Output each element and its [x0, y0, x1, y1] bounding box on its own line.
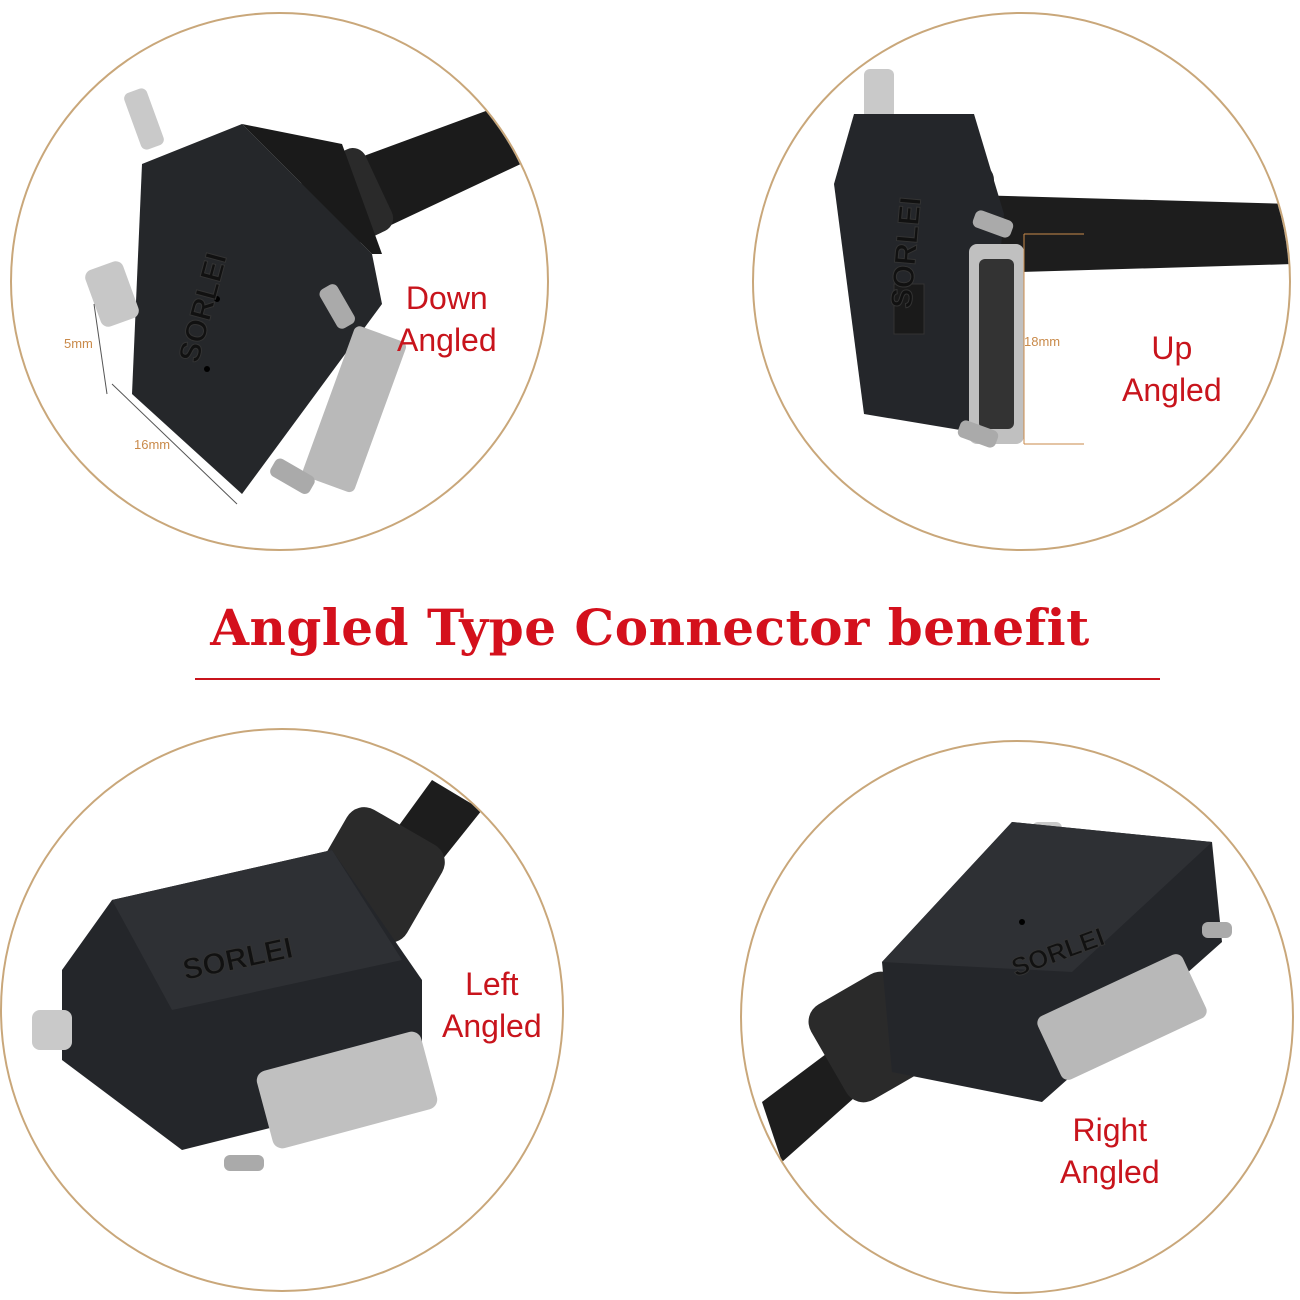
- panel-up-angled: SORLEI 18mm Up Angled: [752, 12, 1291, 551]
- label-right-angled: Right Angled: [1060, 1109, 1160, 1193]
- label-line1: Down: [405, 280, 488, 316]
- dimension-16mm: 16mm: [134, 437, 171, 452]
- left-angled-connector-image: SORLEI: [32, 780, 482, 1171]
- label-line2: Angled: [1122, 372, 1222, 408]
- label-line2: Angled: [397, 322, 497, 358]
- up-angled-connector-image: SORLEI: [834, 69, 1289, 448]
- panel-right-angled: SORLEI Right Angled: [740, 740, 1294, 1294]
- right-angled-connector-image: SORLEI: [762, 822, 1232, 1162]
- label-line2: Angled: [442, 1008, 542, 1044]
- label-down-angled: Down Angled: [397, 277, 497, 361]
- label-left-angled: Left Angled: [442, 963, 542, 1047]
- panel-left-angled: SORLEI Left Angled: [0, 728, 564, 1292]
- dimension-18mm: 18mm: [1024, 334, 1061, 349]
- page-title: Angled Type Connector benefit: [210, 598, 1090, 657]
- label-line1: Right: [1072, 1112, 1148, 1148]
- label-line1: Up: [1151, 330, 1193, 366]
- label-line2: Angled: [1060, 1154, 1160, 1190]
- panel-down-angled: SORLEI 5mm 16mm Down Angled: [10, 12, 549, 551]
- down-angled-connector-image: SORLEI: [85, 88, 542, 505]
- label-line1: Left: [465, 966, 519, 1002]
- label-up-angled: Up Angled: [1122, 327, 1222, 411]
- dimension-5mm: 5mm: [64, 336, 93, 351]
- title-underline: [195, 678, 1160, 680]
